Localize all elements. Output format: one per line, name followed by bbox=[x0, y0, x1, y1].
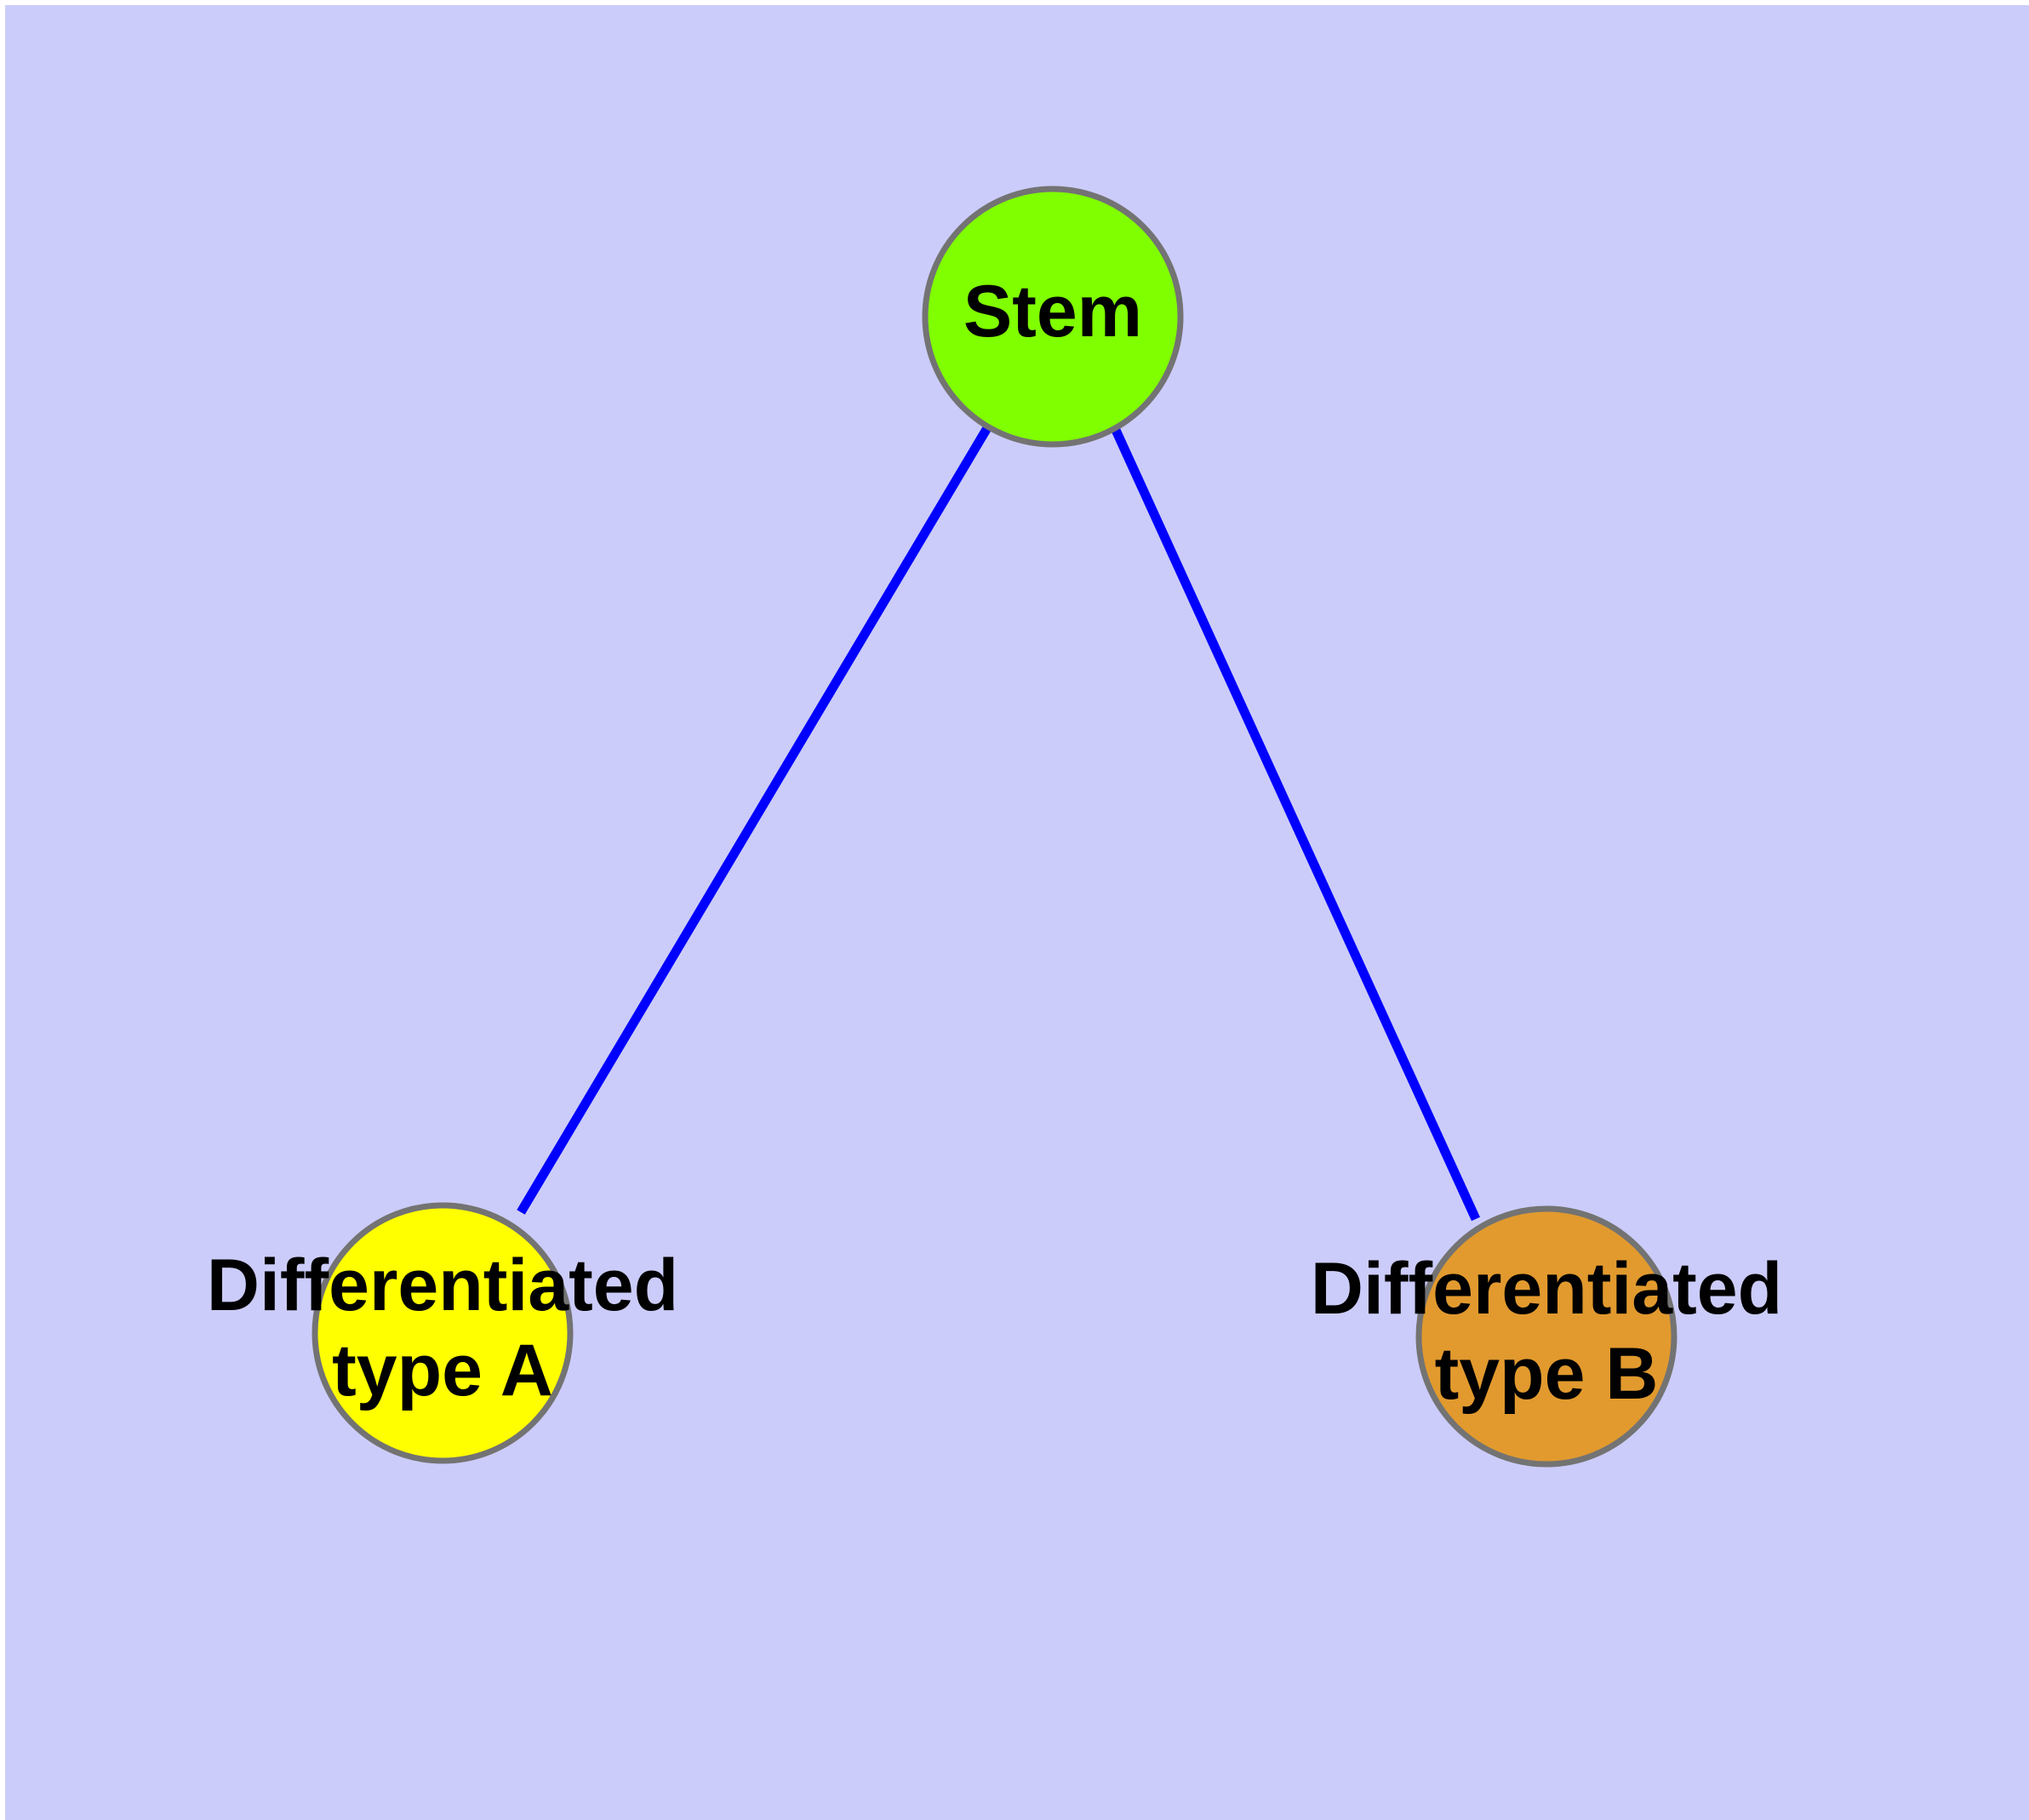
node-differentiated-type-a[interactable] bbox=[311, 1202, 574, 1464]
nodes-group bbox=[311, 186, 1677, 1468]
node-label-line: Differentiated bbox=[207, 1245, 678, 1326]
node-differentiated-type-a-circle[interactable] bbox=[311, 1202, 574, 1464]
node-label-line: type A bbox=[332, 1330, 553, 1411]
node-differentiated-type-b-circle[interactable] bbox=[1415, 1205, 1677, 1468]
edges-group bbox=[517, 424, 1481, 1222]
node-stem[interactable] bbox=[922, 186, 1184, 448]
node-label-line: Differentiated bbox=[1311, 1248, 1782, 1330]
node-stem-circle[interactable] bbox=[922, 186, 1184, 448]
node-label-line: Stem bbox=[963, 271, 1142, 352]
node-stem-label: Stem bbox=[963, 271, 1142, 352]
node-label-line: type B bbox=[1435, 1333, 1659, 1415]
edge-stem-to-differentiated-type-a bbox=[517, 424, 992, 1215]
node-differentiated-type-b[interactable] bbox=[1415, 1205, 1677, 1468]
edge-stem-to-differentiated-type-b bbox=[1110, 426, 1481, 1222]
